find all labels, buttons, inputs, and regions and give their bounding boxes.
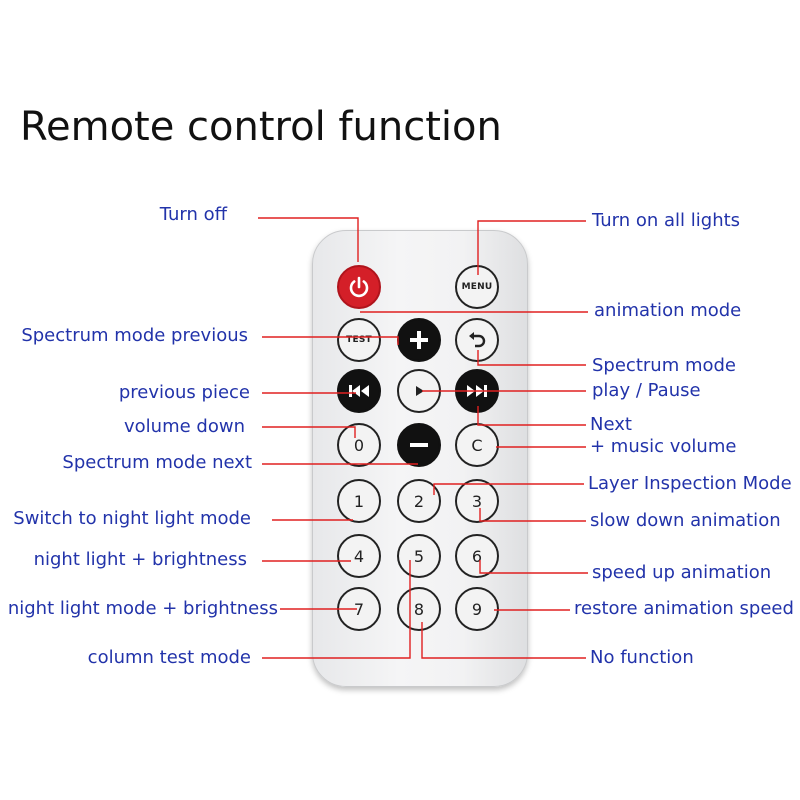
digit-1-label: 1: [353, 491, 365, 511]
power-button[interactable]: [337, 265, 381, 309]
label-restore-speed: restore animation speed: [574, 598, 794, 619]
label-night-brightness-up: night light + brightness: [33, 549, 247, 570]
line-next: [477, 406, 586, 426]
label-column-test: column test mode: [87, 647, 251, 668]
back-arrow-icon: [469, 332, 486, 348]
line-volume-down: [262, 426, 356, 438]
plus-icon: [410, 331, 428, 349]
digit-8-label: 8: [413, 599, 425, 619]
minus-button[interactable]: [397, 423, 441, 467]
digit-6-label: 6: [471, 546, 483, 566]
label-layer-inspection: Layer Inspection Mode: [588, 473, 792, 494]
line-column-test: [262, 560, 411, 659]
line-spectrum-mode: [477, 350, 586, 366]
label-music-volume-up: + music volume: [590, 436, 737, 457]
label-play-pause: play / Pause: [592, 380, 701, 401]
play-icon: [416, 386, 424, 396]
label-spectrum-previous: Spectrum mode previous: [21, 325, 248, 346]
label-previous-piece: previous piece: [118, 382, 250, 403]
label-night-light-mode: Switch to night light mode: [13, 508, 251, 529]
line-turn-off: [258, 217, 359, 262]
digit-5-button[interactable]: 5: [397, 534, 441, 578]
menu-label: MENU: [461, 282, 493, 292]
digit-8-button[interactable]: 8: [397, 587, 441, 631]
digit-3-button[interactable]: 3: [455, 479, 499, 523]
c-label: C: [471, 435, 483, 455]
digit-5-label: 5: [413, 546, 425, 566]
line-no-function: [421, 622, 586, 659]
test-label: TEST: [346, 335, 372, 345]
previous-icon: [349, 385, 369, 397]
label-spectrum-next: Spectrum mode next: [62, 452, 252, 473]
label-slow-down: slow down animation: [590, 510, 781, 531]
digit-2-label: 2: [413, 491, 425, 511]
label-animation-mode: animation mode: [594, 300, 742, 321]
digit-4-label: 4: [353, 546, 365, 566]
label-next: Next: [590, 414, 632, 435]
power-icon: [349, 276, 369, 298]
digit-3-label: 3: [471, 491, 483, 511]
digit-6-button[interactable]: 6: [455, 534, 499, 578]
digit-9-button[interactable]: 9: [455, 587, 499, 631]
line-slow-down: [479, 508, 586, 522]
label-speed-up: speed up animation: [592, 562, 772, 583]
remote-body: MENU TEST 0: [312, 230, 528, 687]
label-no-function: No function: [590, 647, 694, 668]
c-button[interactable]: C: [455, 423, 499, 467]
page-title: Remote control function: [20, 104, 502, 150]
line-spectrum-previous: [262, 336, 399, 345]
label-night-mode-brightness: night light mode + brightness: [7, 598, 278, 619]
line-turn-on-all: [477, 220, 586, 275]
label-volume-down: volume down: [124, 416, 245, 437]
menu-button[interactable]: MENU: [455, 265, 499, 309]
test-button[interactable]: TEST: [337, 318, 381, 362]
digit-9-label: 9: [471, 599, 483, 619]
label-turn-on-all: Turn on all lights: [592, 210, 741, 231]
label-spectrum-mode: Spectrum mode: [592, 355, 736, 376]
line-layer-inspection: [433, 483, 584, 495]
digit-1-button[interactable]: 1: [337, 479, 381, 523]
line-speed-up: [479, 560, 588, 574]
back-button[interactable]: [455, 318, 499, 362]
label-turn-off: Turn off: [159, 204, 227, 225]
digit-4-button[interactable]: 4: [337, 534, 381, 578]
previous-button[interactable]: [337, 369, 381, 413]
digit-0-button[interactable]: 0: [337, 423, 381, 467]
minus-icon: [410, 443, 428, 447]
digit-0-label: 0: [353, 435, 365, 455]
digit-7-label: 7: [353, 599, 365, 619]
